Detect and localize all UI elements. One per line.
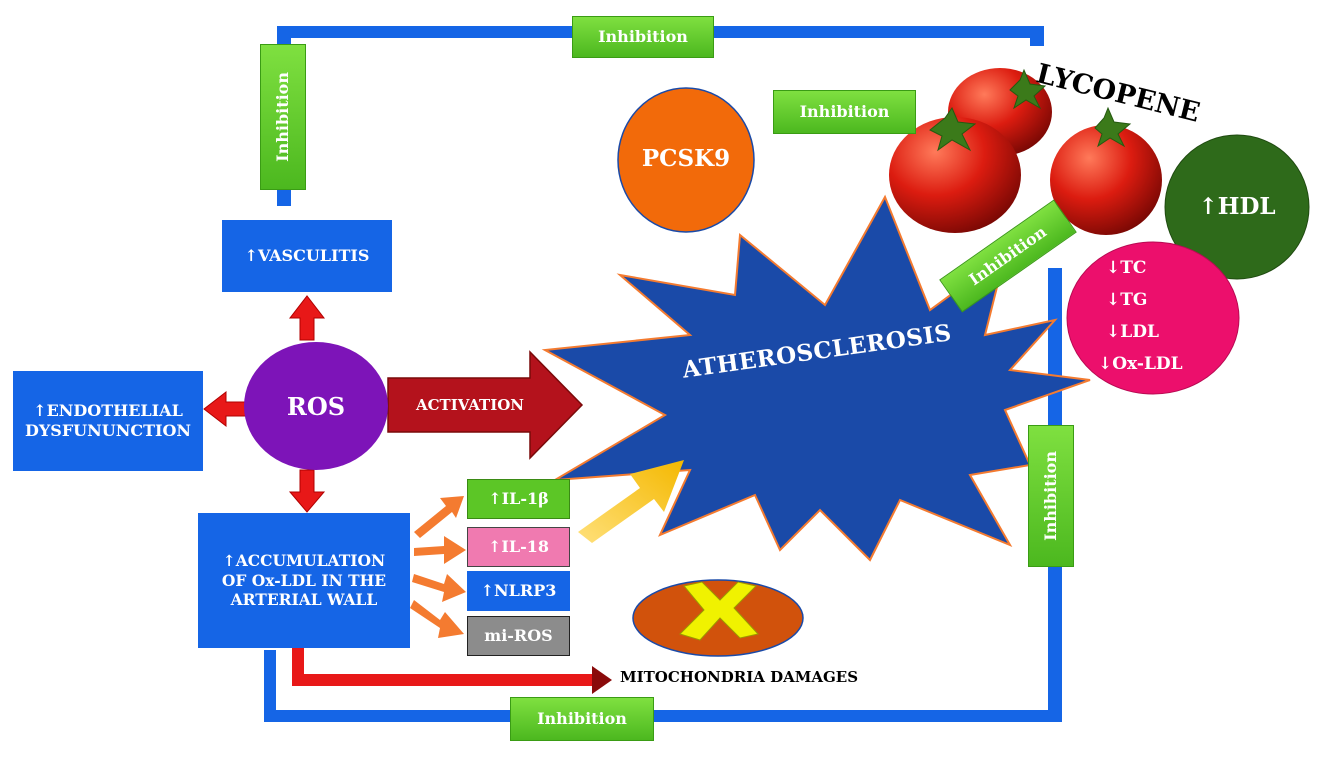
inhibition-top-left-text: Inhibition bbox=[273, 72, 292, 162]
mitochondria-damage-symbol bbox=[632, 579, 804, 657]
marker-il-18: ↑IL-18 bbox=[467, 527, 570, 567]
pcsk9-ellipse bbox=[617, 87, 755, 233]
endothelial-dysfunction-box: ↑ENDOTHELIAL DYSFUNUNCTION bbox=[13, 371, 203, 471]
tomato-image bbox=[889, 64, 1215, 235]
lipid-ox-ldl: ↓Ox-LDL bbox=[1098, 354, 1183, 374]
marker-nlrp3: ↑NLRP3 bbox=[467, 571, 570, 611]
lipid-tc: ↓TC bbox=[1106, 258, 1147, 278]
accumulation-line3: ARTERIAL WALL bbox=[230, 590, 378, 610]
accumulation-line2: OF Ox-LDL IN THE bbox=[221, 570, 387, 590]
ros-arrows bbox=[203, 295, 326, 513]
ros-circle bbox=[244, 342, 388, 470]
accumulation-line1: ↑ACCUMULATION bbox=[222, 551, 386, 571]
pcsk9-label: PCSK9 bbox=[641, 145, 731, 172]
lipid-ellipse bbox=[1066, 241, 1240, 395]
lipid-tg: ↓TG bbox=[1106, 290, 1148, 310]
ros-label: ROS bbox=[286, 392, 346, 421]
inhibition-right-text: Inhibition bbox=[1041, 451, 1060, 541]
marker-mi-ros: mi-ROS bbox=[467, 616, 570, 656]
lipid-ldl: ↓LDL bbox=[1106, 322, 1159, 342]
inhibition-pcsk9-label: Inhibition bbox=[773, 90, 916, 134]
lipid-list: ↓TC ↓TG ↓LDL ↓Ox-LDL bbox=[1098, 252, 1218, 380]
inhibition-right-label: Inhibition bbox=[1028, 425, 1074, 567]
hdl-circle bbox=[1164, 134, 1310, 280]
activation-arrow bbox=[387, 350, 584, 460]
marker-arrows bbox=[410, 496, 466, 638]
endothelial-line2: DYSFUNUNCTION bbox=[24, 421, 192, 440]
markers-to-star-arrow bbox=[578, 460, 684, 543]
marker-il-1b: ↑IL-1β bbox=[467, 479, 570, 519]
mitochondria-arrow bbox=[292, 648, 612, 694]
activation-label: ACTIVATION bbox=[415, 396, 524, 414]
hdl-label: ↑HDL bbox=[1198, 193, 1276, 220]
mitochondria-damages-label: MITOCHONDRIA DAMAGES bbox=[620, 668, 859, 686]
inhibition-bottom-label: Inhibition bbox=[510, 697, 654, 741]
vasculitis-box: ↑VASCULITIS bbox=[222, 220, 392, 292]
inhibition-top-left-label: Inhibition bbox=[260, 44, 306, 190]
inhibition-top-label: Inhibition bbox=[572, 16, 714, 58]
accumulation-box: ↑ACCUMULATION OF Ox-LDL IN THE ARTERIAL … bbox=[198, 513, 410, 648]
endothelial-line1: ↑ENDOTHELIAL bbox=[33, 401, 183, 420]
